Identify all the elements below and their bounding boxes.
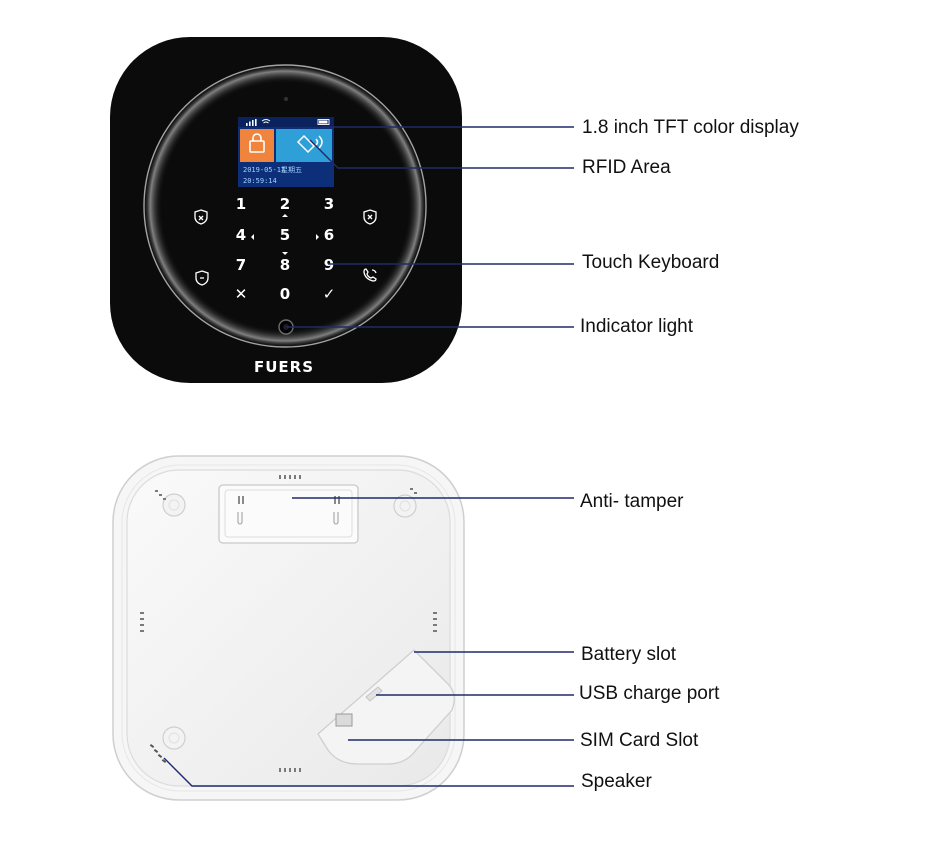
device-front: 2019-05-17 星期五 20:59:14 1 2 3 4 5 6 7 8 … — [110, 37, 462, 383]
home-arm-icon[interactable] — [195, 270, 209, 286]
tft-display: 2019-05-17 星期五 20:59:14 — [238, 117, 334, 187]
key-5[interactable]: 5 — [280, 226, 290, 244]
key-3[interactable]: 3 — [324, 195, 334, 213]
key-2[interactable]: 2 — [280, 195, 290, 213]
callout-label-battery: Battery slot — [581, 644, 677, 665]
callout-line-speaker — [163, 757, 574, 787]
arrow-down-icon — [282, 252, 288, 255]
key-8[interactable]: 8 — [280, 256, 290, 274]
callout-label-indicator: Indicator light — [580, 316, 694, 337]
touch-ring-edge — [143, 64, 427, 348]
rfid-card-icon — [296, 134, 323, 154]
disarm-icon[interactable] — [363, 209, 377, 225]
speaker-grille — [149, 744, 167, 763]
front-camera-dot — [284, 97, 288, 101]
callout-label-display: 1.8 inch TFT color display — [582, 117, 799, 138]
arrow-left-icon — [251, 234, 254, 240]
key-cancel[interactable]: ✕ — [235, 285, 248, 303]
key-7[interactable]: 7 — [236, 256, 246, 274]
status-bar — [238, 117, 334, 127]
away-arm-icon[interactable] — [194, 209, 208, 225]
callout-label-speaker: Speaker — [581, 771, 652, 792]
callout-label-rfid: RFID Area — [582, 157, 671, 178]
callout-label-usb: USB charge port — [579, 683, 720, 704]
signal-icon — [246, 119, 257, 126]
wifi-icon — [261, 119, 271, 124]
screen-date: 2019-05-17 — [243, 166, 285, 174]
key-0[interactable]: 0 — [280, 285, 290, 303]
callout-label-keyboard: Touch Keyboard — [582, 252, 720, 273]
callout-label-tamper: Anti- tamper — [580, 491, 684, 512]
screen-weekday: 星期五 — [281, 166, 302, 174]
battery-indicator-icon — [317, 119, 330, 125]
vent-slots — [140, 475, 437, 772]
key-9[interactable]: 9 — [324, 256, 334, 274]
key-6[interactable]: 6 — [324, 226, 334, 244]
callout-label-sim: SIM Card Slot — [580, 730, 699, 751]
brand-logo: FUERS — [254, 358, 314, 376]
arrow-up-icon — [282, 214, 288, 217]
call-icon[interactable] — [363, 268, 377, 282]
callout-lines — [163, 126, 574, 787]
key-4[interactable]: 4 — [236, 226, 246, 244]
lock-icon — [249, 133, 265, 153]
anti-tamper-bracket — [218, 484, 359, 544]
arrow-right-icon — [316, 234, 319, 240]
keypad: 1 2 3 4 5 6 7 8 9 ✕ 0 ✓ — [235, 195, 336, 303]
battery-cover — [317, 649, 455, 765]
key-1[interactable]: 1 — [236, 195, 246, 213]
keypad-arrow-icons — [251, 214, 319, 255]
sim-slot — [335, 713, 353, 727]
device-back — [112, 455, 465, 801]
key-confirm[interactable]: ✓ — [323, 285, 336, 303]
callout-line-rfid — [309, 139, 574, 169]
touch-ring — [143, 64, 427, 348]
screen-time: 20:59:14 — [243, 177, 277, 185]
screen-rfid-tile — [276, 129, 332, 162]
